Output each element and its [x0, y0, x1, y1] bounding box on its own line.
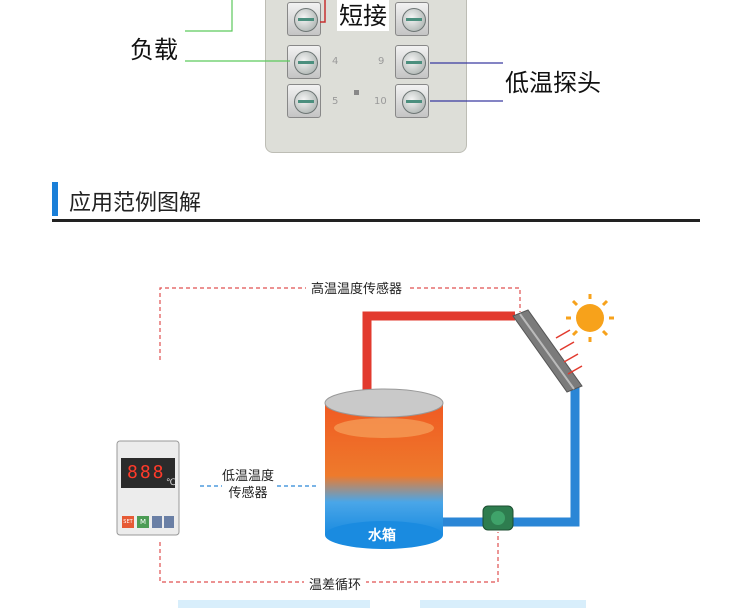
terminal-screw [395, 84, 429, 118]
pump-icon [482, 505, 514, 531]
bottom-tile [178, 600, 370, 608]
terminal-screw [287, 84, 321, 118]
terminal-number: 9 [378, 56, 385, 67]
tank-label: 水箱 [368, 528, 396, 544]
terminal-marker [354, 90, 359, 95]
terminal-screw [287, 45, 321, 79]
low-temp-sensor-label: 低温温度 传感器 [222, 468, 275, 502]
sun-icon [566, 294, 614, 342]
bottom-tile [420, 600, 586, 608]
label-short: 短接 [337, 0, 389, 31]
label-low-probe: 低温探头 [505, 69, 601, 97]
controller-unit: ℃ [166, 478, 177, 488]
terminal-screw [395, 2, 429, 36]
cycle-label: 温差循环 [304, 574, 367, 593]
section-title: 应用范例图解 [69, 191, 202, 216]
label-load: 负载 [130, 36, 178, 64]
controller-set-button: SET [123, 519, 133, 525]
high-temp-sensor-label: 高温温度传感器 [306, 278, 408, 297]
temperature-controller [116, 440, 180, 536]
application-diagram [116, 287, 614, 583]
controller-display-value: 888 [127, 462, 166, 483]
terminal-number: 4 [332, 56, 339, 67]
terminal-screw [395, 45, 429, 79]
low-temp-sensor-label-line1: 低温温度 [222, 469, 275, 484]
section-divider [52, 219, 700, 222]
terminal-number: 10 [374, 96, 387, 107]
sun-ray-arrows [555, 329, 583, 375]
terminal-number: 5 [332, 96, 339, 107]
low-temp-sensor-label-line2: 传感器 [228, 486, 268, 501]
water-tank [324, 388, 444, 549]
section-accent-bar [52, 182, 58, 216]
controller-mode-button: M [139, 518, 147, 526]
terminal-screw [287, 2, 321, 36]
solar-collector [512, 309, 583, 393]
terminal-wiring [185, 0, 503, 102]
